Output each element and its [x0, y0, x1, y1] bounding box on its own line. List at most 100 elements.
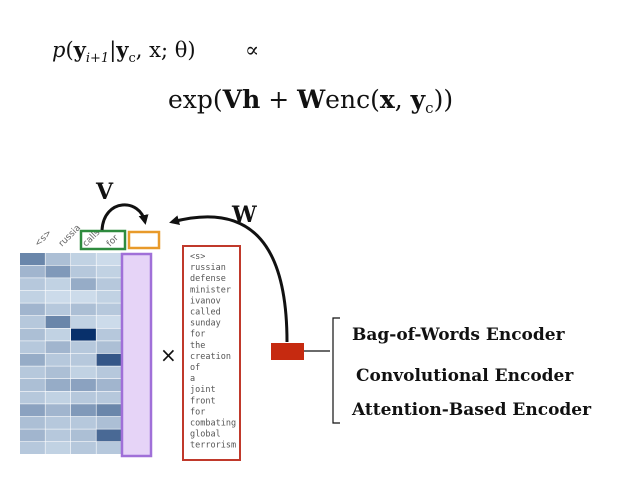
eq-y: y — [410, 85, 427, 114]
source-words: <s>russiandefenseministerivanovcalledsun… — [190, 252, 236, 451]
heatmap-cell — [20, 429, 45, 442]
heatmap-cell — [20, 379, 45, 391]
W-label: W — [231, 202, 257, 228]
source-word: terrorism — [190, 441, 236, 451]
source-word: for — [190, 407, 205, 417]
heatmap-cell — [96, 341, 122, 354]
context-word: russia — [57, 223, 83, 249]
heatmap-cell — [96, 316, 122, 328]
heatmap-cell — [71, 404, 96, 417]
equation-line-1: p(yi+1|yc, x; θ) ∝ — [52, 37, 259, 66]
eq-exp: exp( — [168, 85, 223, 114]
source-word: the — [190, 341, 205, 351]
heatmap-cell — [96, 353, 122, 366]
heatmap-cell — [96, 290, 122, 303]
heatmap-cell — [45, 265, 71, 278]
heatmap-cell — [96, 442, 122, 454]
heatmap-cell — [20, 278, 45, 291]
source-word: sunday — [190, 319, 221, 329]
heatmap-cell — [20, 391, 45, 404]
heatmap-cell — [71, 290, 96, 303]
heatmap-cell — [96, 366, 122, 379]
heatmap-cell — [45, 278, 71, 291]
source-word: combating — [190, 419, 236, 429]
heatmap-cell — [45, 379, 71, 391]
source-word: of — [190, 363, 200, 373]
heatmap-cell — [45, 353, 71, 366]
heatmap-cell — [20, 341, 45, 354]
encoder-attention-based: Attention-Based Encoder — [351, 400, 592, 420]
heatmap-cell — [71, 328, 96, 341]
source-word: minister — [190, 285, 231, 295]
heatmap-cell — [45, 303, 71, 316]
heatmap-cell — [45, 253, 71, 265]
heatmap-cell — [45, 442, 71, 454]
encoder-options-bracket — [332, 317, 340, 424]
eq-sub-c: c — [128, 51, 135, 66]
eq-bar: | — [109, 38, 116, 63]
heatmap-cell — [71, 429, 96, 442]
eq-yc: y — [115, 37, 129, 62]
heatmap-cell — [45, 404, 71, 417]
encoder-output — [271, 343, 304, 360]
heatmap-cell — [45, 366, 71, 379]
context-window-box — [79, 229, 127, 251]
heatmap-cell — [20, 353, 45, 366]
heatmap-cell — [96, 416, 122, 429]
source-word: for — [190, 330, 205, 340]
heatmap-cell — [20, 253, 45, 265]
source-word: a — [190, 374, 195, 384]
heatmap-cell — [20, 265, 45, 278]
heatmap-cell — [45, 290, 71, 303]
heatmap-cell — [71, 353, 96, 366]
heatmap-cell — [20, 442, 45, 454]
source-word: called — [190, 308, 221, 318]
eq-plus: + — [260, 85, 297, 114]
context-word: <s> — [33, 228, 54, 249]
heatmap-cell — [20, 316, 45, 328]
heatmap-cell — [96, 391, 122, 404]
eq-proportional: ∝ — [245, 38, 259, 62]
heatmap-cell — [71, 278, 96, 291]
heatmap-cell — [71, 316, 96, 328]
heatmap-cell — [45, 391, 71, 404]
heatmap-cell — [71, 265, 96, 278]
svg-text:p(yi+1|yc, x; θ): p(yi+1|yc, x; θ) — [52, 37, 196, 66]
source-word: front — [190, 396, 216, 406]
heatmap-cell — [20, 366, 45, 379]
heatmap-cell — [20, 416, 45, 429]
context-word: for — [105, 233, 121, 249]
heatmap-cell — [71, 379, 96, 391]
V-arrow — [100, 203, 149, 231]
source-word: creation — [190, 352, 231, 362]
W-arrow — [169, 215, 289, 343]
encoder-convolutional: Convolutional Encoder — [356, 366, 574, 386]
heatmap-cell — [96, 404, 122, 417]
heatmap-cell — [96, 278, 122, 291]
eq-close: )) — [434, 85, 454, 114]
eq-h: h — [242, 85, 260, 114]
heatmap-cell — [71, 366, 96, 379]
heatmap-cell — [45, 416, 71, 429]
heatmap-cell — [45, 429, 71, 442]
heatmap-cell — [20, 290, 45, 303]
heatmap-cell — [45, 316, 71, 328]
eq-W: W — [296, 85, 326, 114]
heatmap-cell — [45, 328, 71, 341]
heatmap-cell — [71, 442, 96, 454]
eq-rest: , x; θ) — [136, 38, 196, 62]
heatmap-cell — [96, 429, 122, 442]
heatmap-cell — [71, 416, 96, 429]
heatmap-cell — [71, 253, 96, 265]
eq-enc: enc( — [325, 85, 380, 114]
V-label: V — [95, 179, 114, 205]
heatmap-cell — [96, 379, 122, 391]
source-word: <s> — [190, 252, 205, 262]
eq-comma: , — [395, 85, 411, 114]
heatmap-cell — [71, 341, 96, 354]
heatmap-cell — [96, 328, 122, 341]
heatmap-cell — [71, 303, 96, 316]
source-word: global — [190, 430, 221, 440]
heatmap-cell — [45, 341, 71, 354]
